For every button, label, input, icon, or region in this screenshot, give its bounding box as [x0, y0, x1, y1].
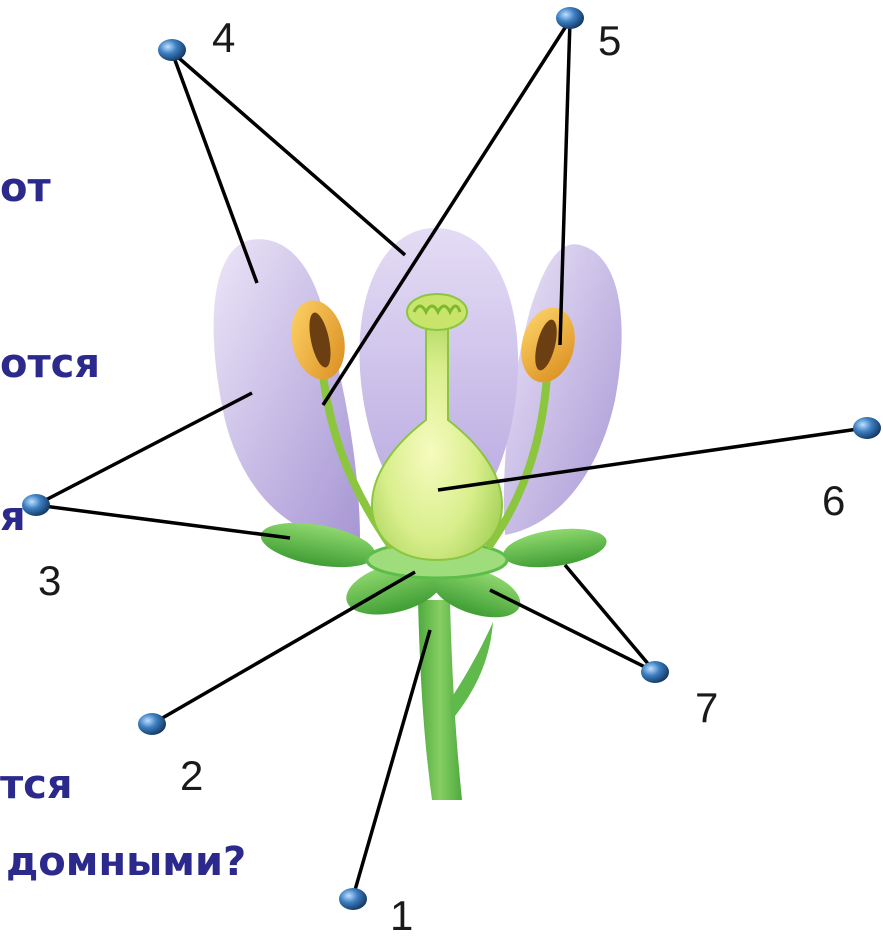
leader-line-3a [36, 393, 252, 505]
leader-line-4b [172, 52, 405, 255]
leader-line-1 [353, 630, 430, 897]
pin-1 [339, 888, 367, 910]
label-6: 6 [822, 477, 845, 524]
petal-left [214, 239, 360, 540]
stem-leaf [450, 622, 493, 720]
label-1: 1 [390, 892, 413, 936]
label-4: 4 [212, 14, 235, 61]
leader-line-7a [565, 565, 655, 672]
label-3: 3 [38, 557, 61, 604]
pin-2 [138, 713, 166, 735]
label-7: 7 [695, 684, 718, 731]
leader-line-4a [172, 52, 257, 283]
pin-5 [556, 7, 584, 29]
leader-line-7b [490, 590, 655, 672]
pin-3 [22, 494, 50, 516]
pin-4 [158, 39, 186, 61]
leader-line-2 [152, 572, 415, 724]
pin-6 [853, 417, 881, 439]
label-2: 2 [180, 752, 203, 799]
label-5: 5 [598, 17, 621, 64]
pin-7 [641, 661, 669, 683]
leader-line-3b [36, 505, 290, 538]
